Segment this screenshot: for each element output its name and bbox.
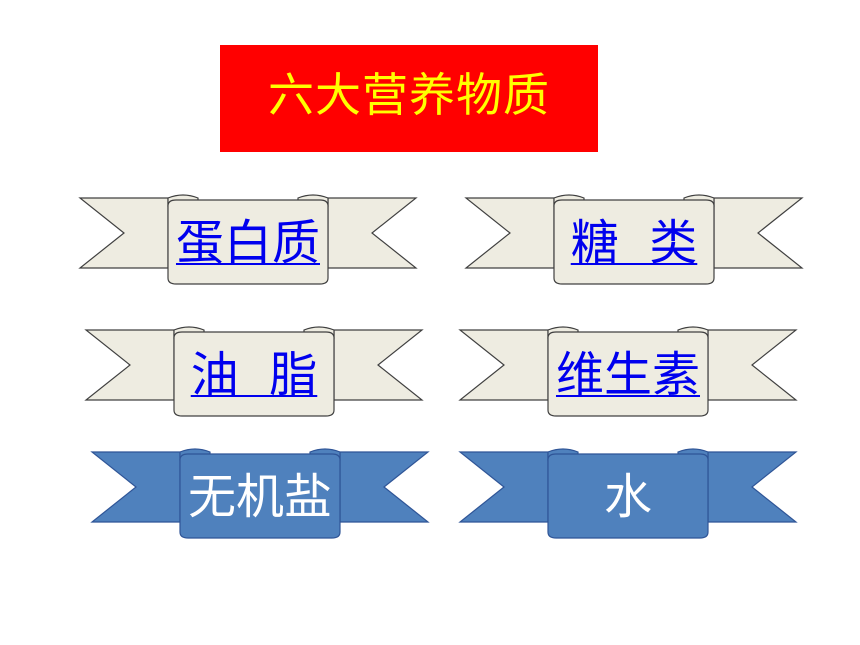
ribbon-front bbox=[553, 199, 715, 285]
ribbon-ends bbox=[90, 451, 430, 523]
page-title: 六大营养物质 bbox=[268, 67, 550, 122]
banner-water: 水 bbox=[458, 442, 798, 542]
ribbon-ends bbox=[464, 197, 804, 269]
ribbon-ends bbox=[78, 197, 418, 269]
banner-vitamin[interactable]: 维生素 bbox=[458, 320, 798, 420]
banner-label-water: 水 bbox=[603, 469, 652, 525]
ribbon-shape bbox=[90, 448, 430, 539]
ribbon-front bbox=[167, 199, 329, 285]
ribbon-ends bbox=[84, 329, 424, 401]
ribbon-shape bbox=[84, 326, 424, 417]
banner-carbohydrate[interactable]: 糖 类 bbox=[464, 188, 804, 288]
banner-label-mineral: 无机盐 bbox=[187, 469, 332, 525]
banner-label-carbohydrate[interactable]: 糖 类 bbox=[570, 215, 698, 271]
ribbon-shape bbox=[464, 194, 804, 285]
ribbon-shape bbox=[458, 326, 798, 417]
banner-label-fat[interactable]: 油 脂 bbox=[190, 347, 318, 403]
ribbon-front bbox=[547, 331, 709, 417]
banner-mineral: 无机盐 bbox=[90, 442, 430, 542]
banner-label-protein[interactable]: 蛋白质 bbox=[175, 215, 320, 271]
banner-label-vitamin[interactable]: 维生素 bbox=[555, 347, 700, 403]
ribbon-shape bbox=[458, 448, 798, 539]
ribbon-ends bbox=[458, 329, 798, 401]
ribbon-shape bbox=[78, 194, 418, 285]
ribbon-front bbox=[173, 331, 335, 417]
ribbon-ends bbox=[458, 451, 798, 523]
ribbon-front bbox=[547, 453, 709, 539]
banner-fat[interactable]: 油 脂 bbox=[84, 320, 424, 420]
banner-protein[interactable]: 蛋白质 bbox=[78, 188, 418, 288]
title-box: 六大营养物质 bbox=[220, 45, 598, 152]
ribbon-front bbox=[179, 453, 341, 539]
